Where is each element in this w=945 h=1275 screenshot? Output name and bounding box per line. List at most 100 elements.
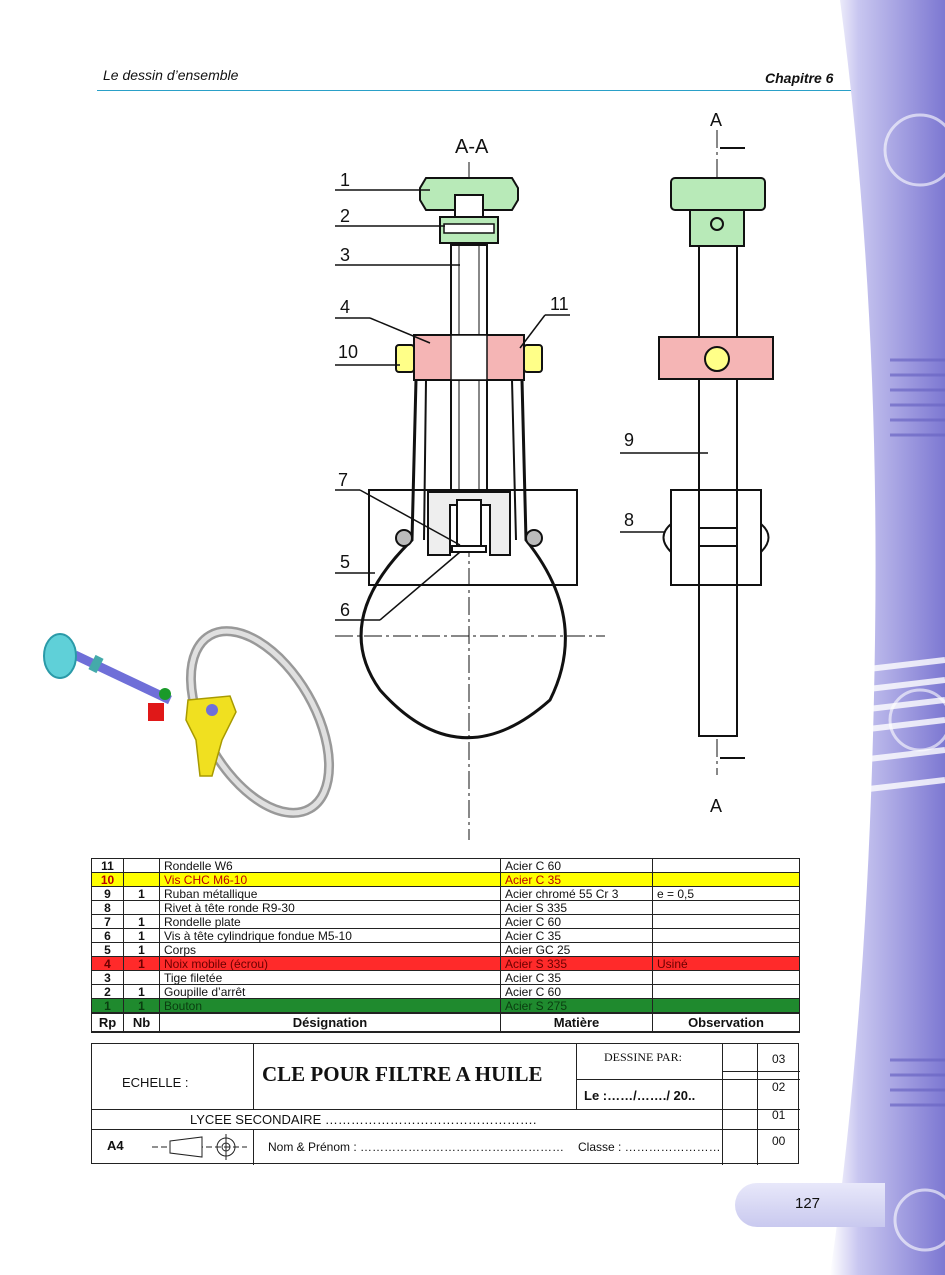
bom-rp: 7 bbox=[91, 914, 124, 929]
bom-header-matiere: Matière bbox=[500, 1012, 653, 1033]
bom-designation: Ruban métallique bbox=[159, 886, 501, 901]
callout-9: 9 bbox=[624, 430, 634, 450]
bom-matiere: Acier chromé 55 Cr 3 bbox=[500, 886, 653, 901]
section-view: A-A bbox=[335, 136, 605, 840]
bom-nb: 1 bbox=[123, 998, 160, 1014]
echelle-label: ECHELLE : bbox=[122, 1075, 189, 1090]
bom-rp: 11 bbox=[91, 858, 124, 873]
assembly-drawing: A-A bbox=[43, 110, 774, 840]
section-title: A-A bbox=[455, 136, 489, 158]
callout-1: 1 bbox=[340, 170, 350, 190]
callout-5: 5 bbox=[340, 552, 350, 572]
bom-designation: Rivet à tête ronde R9-30 bbox=[159, 900, 501, 915]
bom-rp: 10 bbox=[91, 872, 124, 887]
bom-observation bbox=[652, 900, 800, 915]
name-field: Nom & Prénom : …………………………………………… bbox=[268, 1140, 565, 1154]
bom-rp: 3 bbox=[91, 970, 124, 985]
bom-observation: Usiné bbox=[652, 956, 800, 971]
date-field: Le :……/……./ 20.. bbox=[584, 1088, 696, 1103]
rev-00: 00 bbox=[772, 1134, 786, 1148]
bom-designation: Vis à tête cylindrique fondue M5-10 bbox=[159, 928, 501, 943]
bom-designation: Vis CHC M6-10 bbox=[159, 872, 501, 887]
bom-observation bbox=[652, 872, 800, 887]
bom-header-observation: Observation bbox=[652, 1012, 800, 1033]
header-rule bbox=[97, 90, 854, 91]
class-field: Classe : …………………… bbox=[578, 1140, 721, 1154]
decorative-side-band bbox=[830, 0, 945, 1275]
bom-observation bbox=[652, 970, 800, 985]
bom-designation: Rondelle W6 bbox=[159, 858, 501, 873]
3d-view bbox=[43, 626, 335, 818]
bom-header-designation: Désignation bbox=[159, 1012, 501, 1033]
bom-nb bbox=[123, 858, 160, 873]
bom-nb: 1 bbox=[123, 984, 160, 999]
callout-2: 2 bbox=[340, 206, 350, 226]
bom-designation: Corps bbox=[159, 942, 501, 957]
title-block: ECHELLE : CLE POUR FILTRE A HUILE DESSIN… bbox=[91, 1043, 800, 1165]
bom-designation: Noix mobile (écrou) bbox=[159, 956, 501, 971]
bom-rp: 1 bbox=[91, 998, 124, 1014]
bom-nb: 1 bbox=[123, 914, 160, 929]
bom-nb bbox=[123, 900, 160, 915]
page-number-tab bbox=[735, 1183, 885, 1227]
bom-matiere: Acier S 275 bbox=[500, 998, 653, 1014]
section-marker-top: A bbox=[710, 110, 722, 130]
format-label: A4 bbox=[107, 1138, 124, 1153]
bom-designation: Tige filetée bbox=[159, 970, 501, 985]
bom-observation bbox=[652, 928, 800, 943]
bom-nb: 1 bbox=[123, 886, 160, 901]
bom-matiere: Acier C 35 bbox=[500, 872, 653, 887]
callout-10: 10 bbox=[338, 342, 358, 362]
bom-matiere: Acier C 60 bbox=[500, 914, 653, 929]
rev-02: 02 bbox=[772, 1080, 786, 1094]
bom-matiere: Acier C 35 bbox=[500, 970, 653, 985]
bom-designation: Bouton bbox=[159, 998, 501, 1014]
bom-designation: Rondelle plate bbox=[159, 914, 501, 929]
bom-nb: 1 bbox=[123, 928, 160, 943]
callout-8: 8 bbox=[624, 510, 634, 530]
bom-nb bbox=[123, 872, 160, 887]
bom-rp: 4 bbox=[91, 956, 124, 971]
bom-rp: 5 bbox=[91, 942, 124, 957]
rev-03: 03 bbox=[772, 1052, 786, 1066]
drawing-title: CLE POUR FILTRE A HUILE bbox=[262, 1062, 543, 1086]
bom-matiere: Acier C 60 bbox=[500, 984, 653, 999]
bom-observation bbox=[652, 998, 800, 1014]
callout-11: 11 bbox=[550, 294, 569, 314]
bom-observation bbox=[652, 984, 800, 999]
callout-4: 4 bbox=[340, 297, 350, 317]
bom-observation bbox=[652, 858, 800, 873]
bom-rp: 9 bbox=[91, 886, 124, 901]
bom-header-nb: Nb bbox=[123, 1012, 160, 1033]
bom-rp: 8 bbox=[91, 900, 124, 915]
bom-observation: e = 0,5 bbox=[652, 886, 800, 901]
bom-matiere: Acier C 35 bbox=[500, 928, 653, 943]
callout-6: 6 bbox=[340, 600, 350, 620]
bom-matiere: Acier S 335 bbox=[500, 956, 653, 971]
section-marker-bottom: A bbox=[710, 796, 722, 816]
bom-matiere: Acier S 335 bbox=[500, 900, 653, 915]
chapter-label: Chapitre 6 bbox=[765, 70, 834, 86]
bom-designation: Goupille d’arrêt bbox=[159, 984, 501, 999]
callout-3: 3 bbox=[340, 245, 350, 265]
bom-nb bbox=[123, 970, 160, 985]
header-title: Le dessin d’ensemble bbox=[103, 67, 239, 83]
bom-rp: 2 bbox=[91, 984, 124, 999]
bom-matiere: Acier C 60 bbox=[500, 858, 653, 873]
rev-01: 01 bbox=[772, 1108, 786, 1122]
bom-nb: 1 bbox=[123, 956, 160, 971]
side-view: A A 9 8 bbox=[620, 110, 774, 816]
bom-observation bbox=[652, 914, 800, 929]
bom-observation bbox=[652, 942, 800, 957]
